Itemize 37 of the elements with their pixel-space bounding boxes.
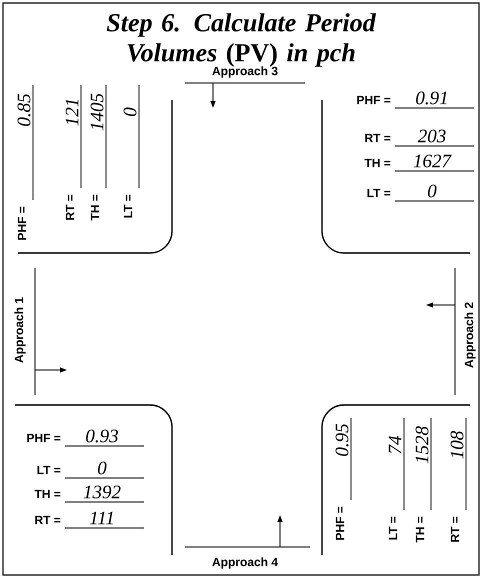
field-label: PHF = <box>27 434 60 442</box>
field-label: RT = <box>35 516 60 524</box>
field-label: PHF = <box>336 506 344 540</box>
handwritten-value: 1528 <box>416 426 428 464</box>
handwritten-value: 108 <box>450 430 464 459</box>
approach-label: Approach 1 <box>14 297 26 363</box>
handwritten-value: 1392 <box>84 486 121 498</box>
handwritten-value: 111 <box>90 512 113 524</box>
handwritten-value: 74 <box>388 436 402 454</box>
approach-label: Approach 2 <box>464 302 476 368</box>
handwritten-value: 203 <box>418 130 446 142</box>
field-label: RT = <box>365 134 390 142</box>
handwritten-value: 1405 <box>90 94 104 130</box>
field-label: LT = <box>38 466 60 474</box>
field-label: LT = <box>368 188 390 198</box>
field-label: RT = <box>66 194 74 220</box>
field-label: TH = <box>90 194 100 220</box>
handwritten-value: 0.93 <box>86 430 118 442</box>
handwritten-value: 0 <box>98 462 106 474</box>
handwritten-value: 0 <box>428 184 436 198</box>
field-label: RT = <box>450 516 460 542</box>
field-label: TH = <box>416 516 424 542</box>
approach-label: Approach 3 <box>212 66 278 78</box>
field-label: TH = <box>364 158 390 168</box>
title: Step 6. Calculate Period Volumes (PV) in pch <box>106 13 376 67</box>
handwritten-value: 0 <box>124 108 136 116</box>
field-label: PHF = <box>357 96 390 104</box>
approach-label: Approach 4 <box>212 557 278 569</box>
field-label: LT = <box>124 194 132 218</box>
handwritten-value: 0.91 <box>416 92 447 104</box>
field-label: LT = <box>388 516 398 540</box>
handwritten-value: 0.95 <box>336 424 348 456</box>
field-label: PHF = <box>18 206 26 240</box>
handwritten-value: 1627 <box>414 154 452 168</box>
handwritten-value: 121 <box>66 100 78 126</box>
handwritten-value: 0.85 <box>18 94 30 126</box>
field-label: TH = <box>34 490 60 498</box>
